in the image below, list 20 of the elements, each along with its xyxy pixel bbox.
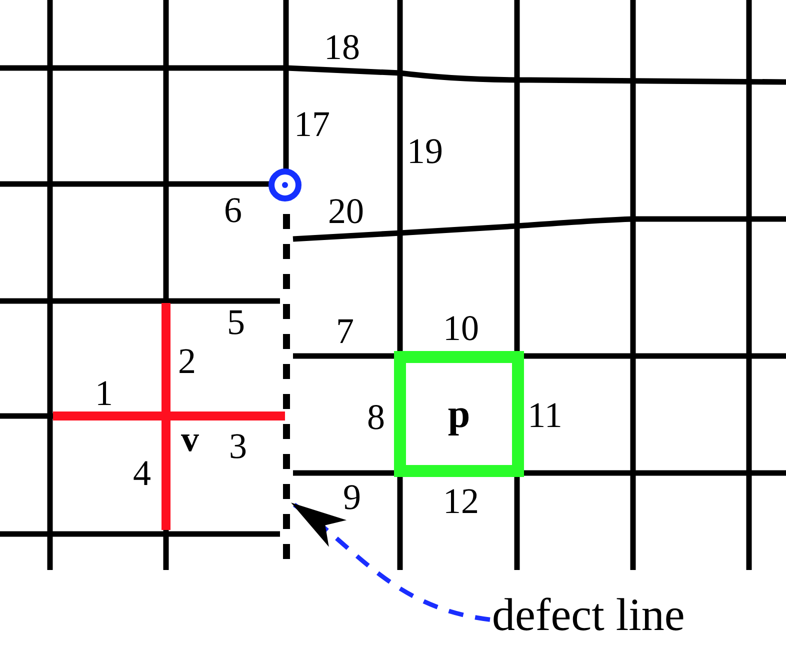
callout-text: defect line <box>492 592 685 638</box>
segment-number: 5 <box>227 304 245 340</box>
segment-number: 1 <box>95 375 113 411</box>
vertex-label: v <box>181 421 199 457</box>
segment-number: 4 <box>133 455 151 491</box>
segment-number: 8 <box>367 399 385 435</box>
segment-number: 3 <box>229 428 247 464</box>
segment-number: 18 <box>324 29 360 65</box>
segment-number: 10 <box>443 310 479 346</box>
plaquette-square: p <box>394 351 524 477</box>
segment-number: 17 <box>294 106 330 142</box>
segment-number: 19 <box>407 133 443 169</box>
leader-arrow <box>290 500 490 622</box>
segment-number: 6 <box>224 192 242 228</box>
segment-number: 12 <box>443 483 479 519</box>
segment-number: 9 <box>343 479 361 515</box>
segment-number: 2 <box>178 343 196 379</box>
segment-number: 20 <box>328 193 364 229</box>
segment-number: 11 <box>528 397 562 433</box>
segment-number: 7 <box>336 313 354 349</box>
